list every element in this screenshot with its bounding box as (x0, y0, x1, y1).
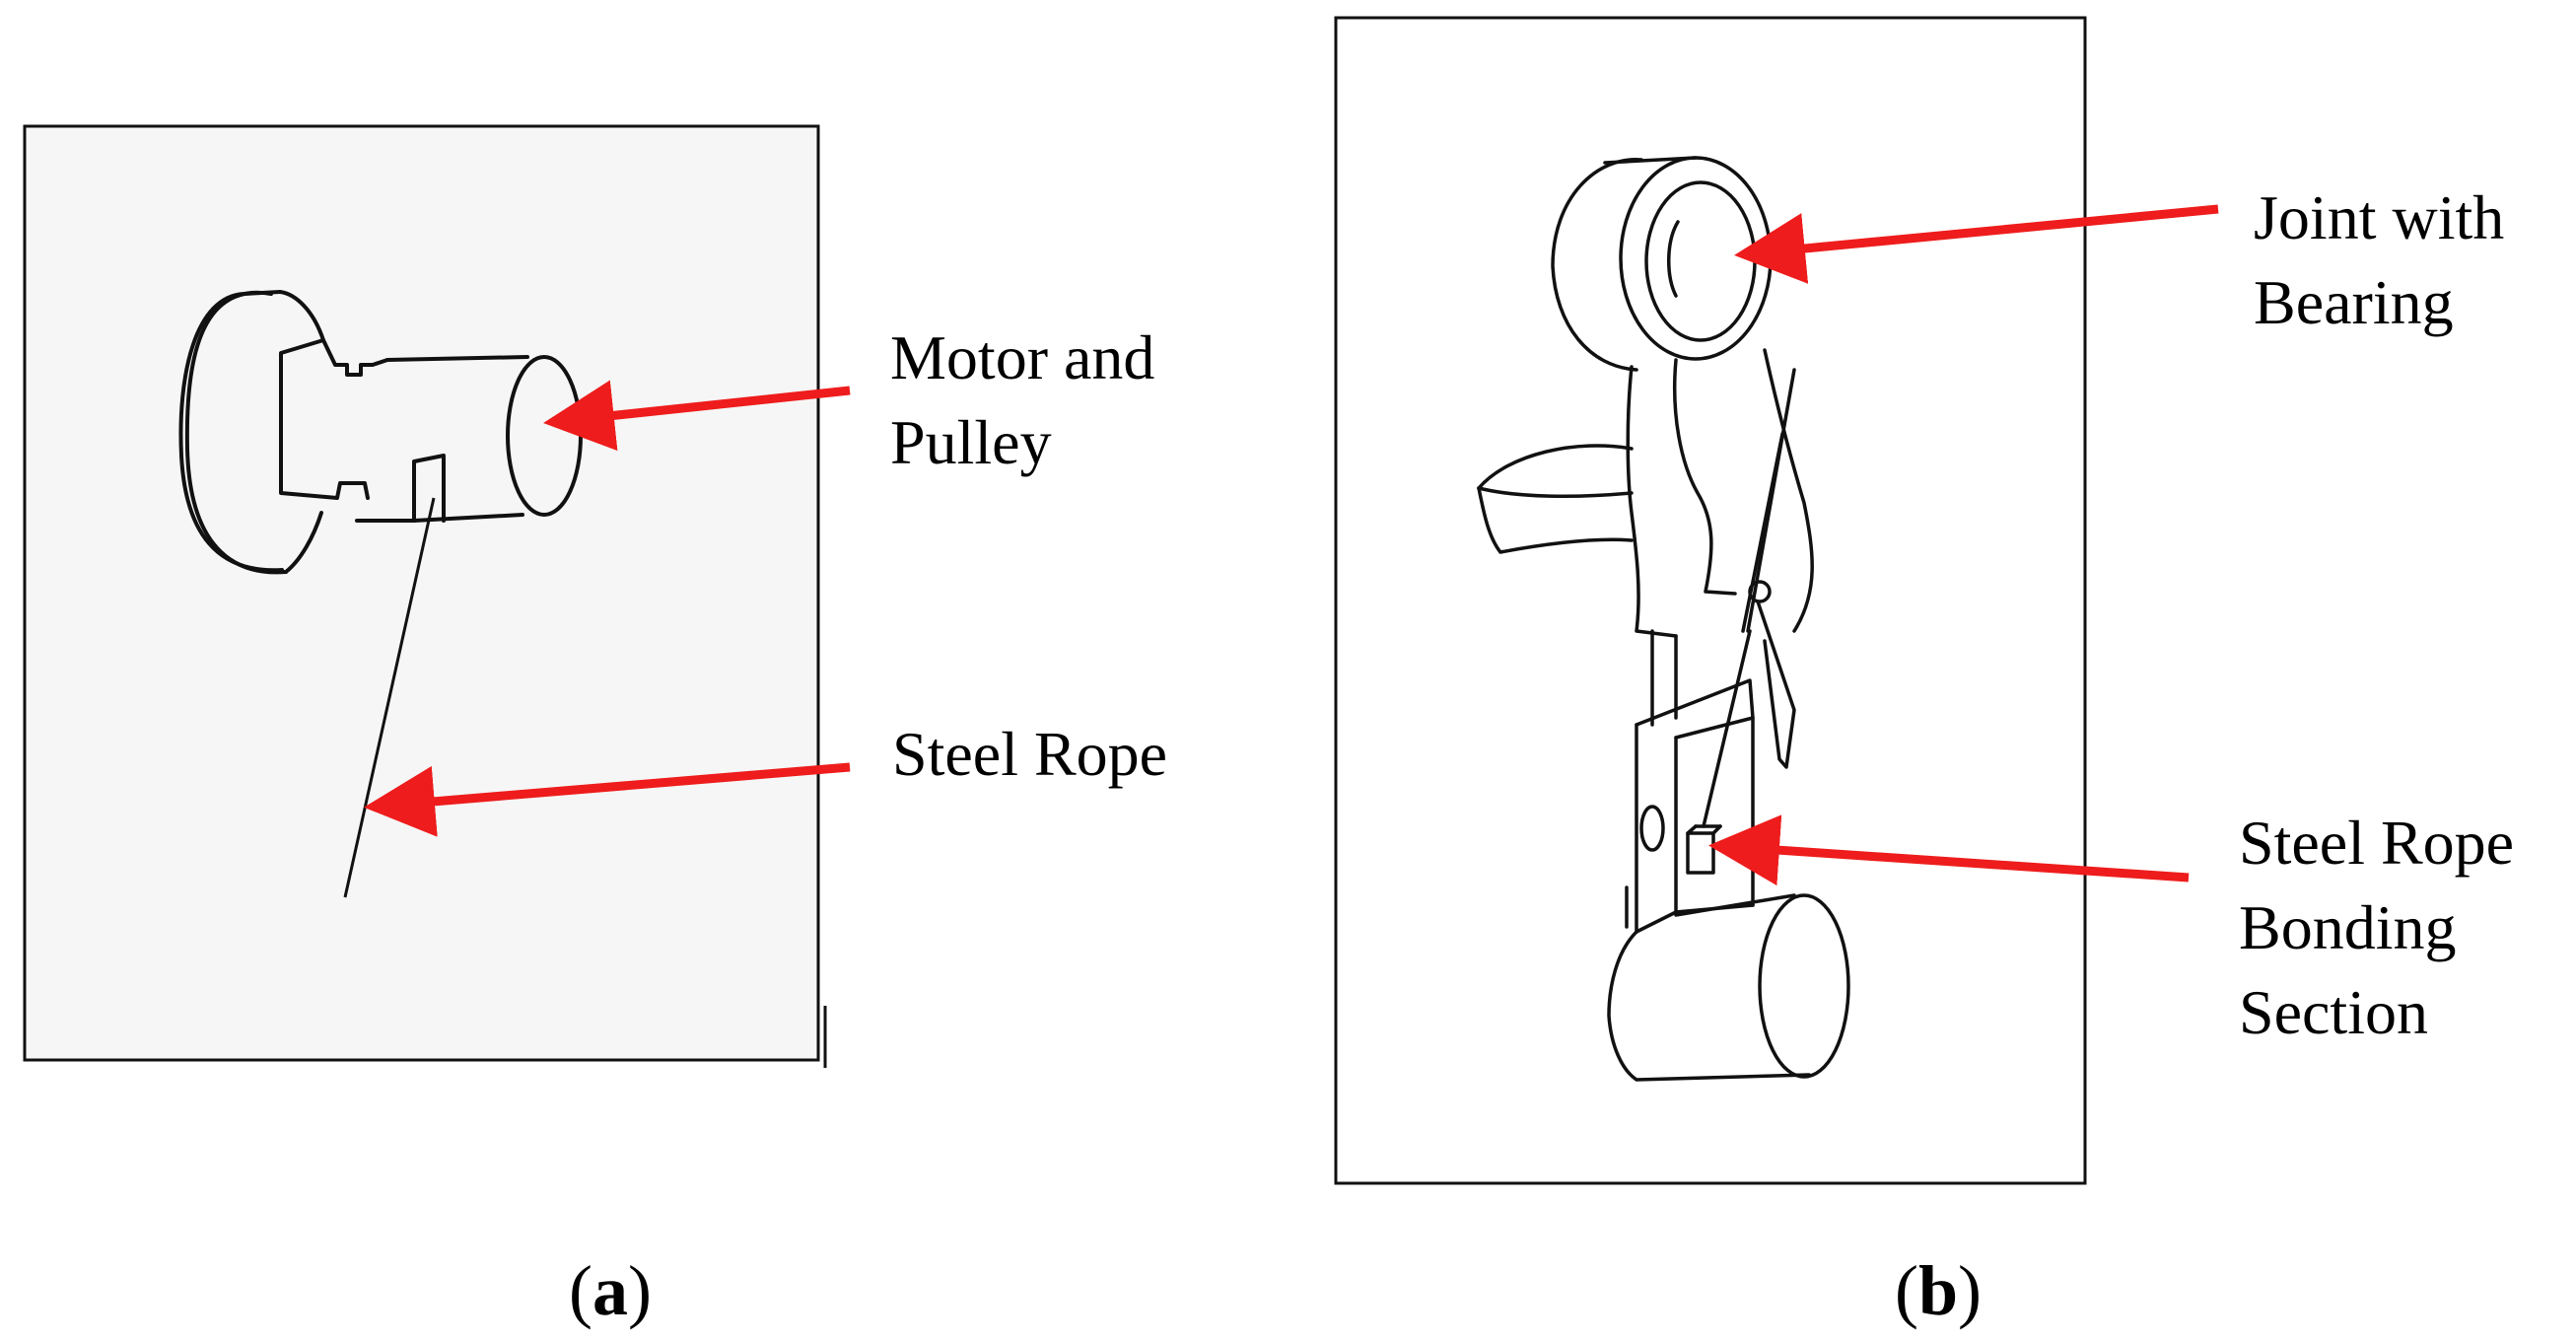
panel-b-frame (1334, 16, 2087, 1185)
rope-bonding-label-line3: Section (2239, 977, 2428, 1047)
caption-a: (a) (569, 1250, 652, 1332)
leg-mechanism-drawing (1477, 156, 1850, 1082)
rope-bonding-arrow (1708, 814, 2190, 886)
panel-b (1334, 16, 2219, 1185)
joint-bearing-label: Joint with Bearing (2254, 176, 2504, 345)
joint-bearing-label-line2: Bearing (2254, 267, 2454, 337)
steel-rope-label-a: Steel Rope (892, 719, 1168, 789)
rope-bonding-label-line2: Bonding (2239, 892, 2457, 962)
caption-b-letter: b (1917, 1251, 1959, 1330)
panel-a (23, 124, 851, 1068)
motor-pulley-label-line1: Motor and (890, 322, 1155, 392)
panel-a-frame (23, 124, 820, 1062)
caption-a-close: ) (627, 1251, 652, 1330)
rope-bonding-label: Steel Rope Bonding Section (2239, 801, 2514, 1055)
caption-b: (b) (1895, 1250, 1982, 1332)
steel-rope-arrow-a (364, 762, 851, 837)
motor-pulley-label: Motor and Pulley (890, 316, 1154, 485)
joint-bearing-label-line1: Joint with (2254, 182, 2505, 252)
caption-a-letter: a (592, 1251, 628, 1330)
motor-pulley-arrow (543, 380, 851, 452)
caption-b-close: ) (1958, 1251, 1983, 1330)
steel-rope-line-a (343, 497, 436, 898)
caption-a-open: ( (569, 1251, 592, 1330)
rope-bonding-label-line1: Steel Rope (2239, 808, 2515, 878)
joint-bearing-arrow (1734, 204, 2219, 284)
motor-pulley-label-line2: Pulley (890, 407, 1052, 477)
caption-b-open: ( (1895, 1251, 1918, 1330)
